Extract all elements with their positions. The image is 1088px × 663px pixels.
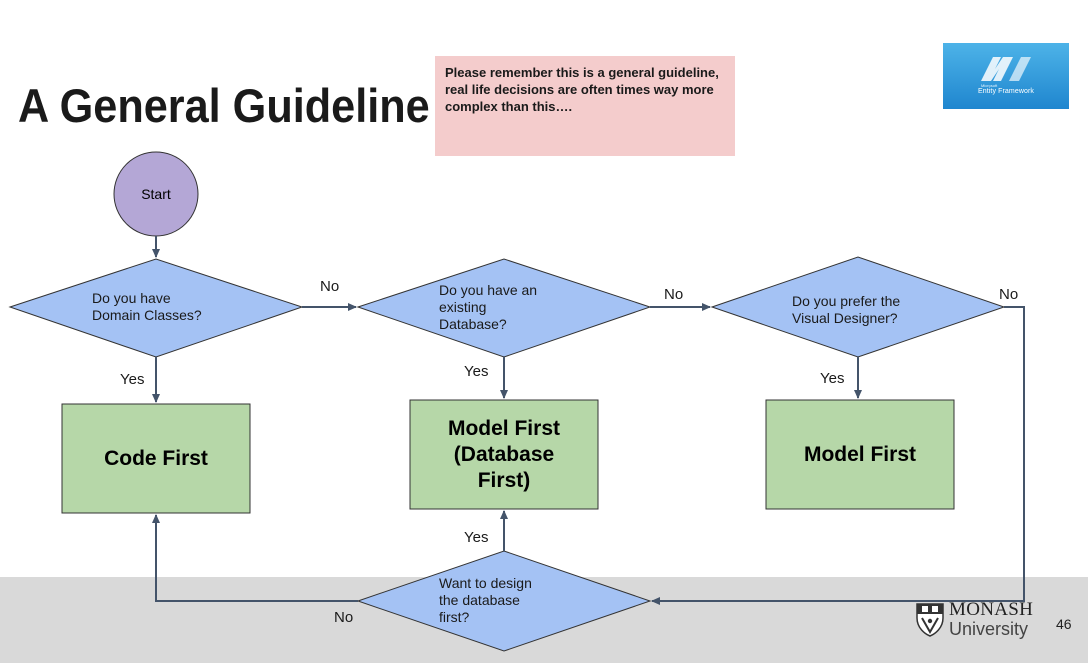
outcome-model-first-database-first-label: Model First (Database First) (447, 416, 560, 492)
start-label: Start (141, 186, 171, 202)
edge-label-visual-no: No (999, 286, 1019, 303)
page-number: 46 (1056, 616, 1072, 632)
logo-brand-small: Microsoft (981, 83, 998, 88)
connector-visual-no (651, 306, 1025, 605)
monash-crest-icon (916, 603, 944, 637)
monash-university-logo: MONASH University (915, 600, 1035, 644)
university-subtitle: University (949, 619, 1029, 639)
outcome-code-first-label: Code First (104, 446, 208, 470)
outcome-model-first-label: Model First (803, 442, 916, 466)
edge-label-visual-yes: Yes (820, 370, 845, 387)
disclaimer-note: Please remember this is a general guidel… (435, 56, 735, 156)
decision-domain-classes-label: Do you have Domain Classes? (92, 290, 202, 323)
slide-title: A General Guideline (18, 79, 430, 132)
entity-framework-mark-icon (981, 57, 1031, 81)
edge-label-domain-no: No (320, 278, 340, 295)
logo-text: Entity Framework (977, 88, 1035, 95)
edge-label-design-yes: Yes (464, 529, 489, 546)
decision-design-database-first-label: Want to design the database first? (439, 575, 532, 625)
decision-design-database-first (356, 550, 652, 652)
university-name: MONASH (949, 599, 1034, 620)
outcome-code-first (61, 403, 251, 514)
outcome-model-first (765, 399, 955, 510)
entity-framework-logo: Microsoft Entity Framework (943, 43, 1069, 109)
decision-existing-database-label: Do you have an existing Database? (439, 282, 538, 332)
edge-label-design-no: No (334, 609, 354, 626)
outcome-model-first-database-first (409, 399, 599, 510)
edge-label-domain-yes: Yes (120, 371, 145, 388)
edge-label-existing-yes: Yes (464, 363, 489, 380)
decision-visual-designer-label: Do you prefer the Visual Designer? (792, 293, 901, 326)
connector-design-no (152, 514, 358, 602)
edge-label-existing-no: No (664, 286, 684, 303)
